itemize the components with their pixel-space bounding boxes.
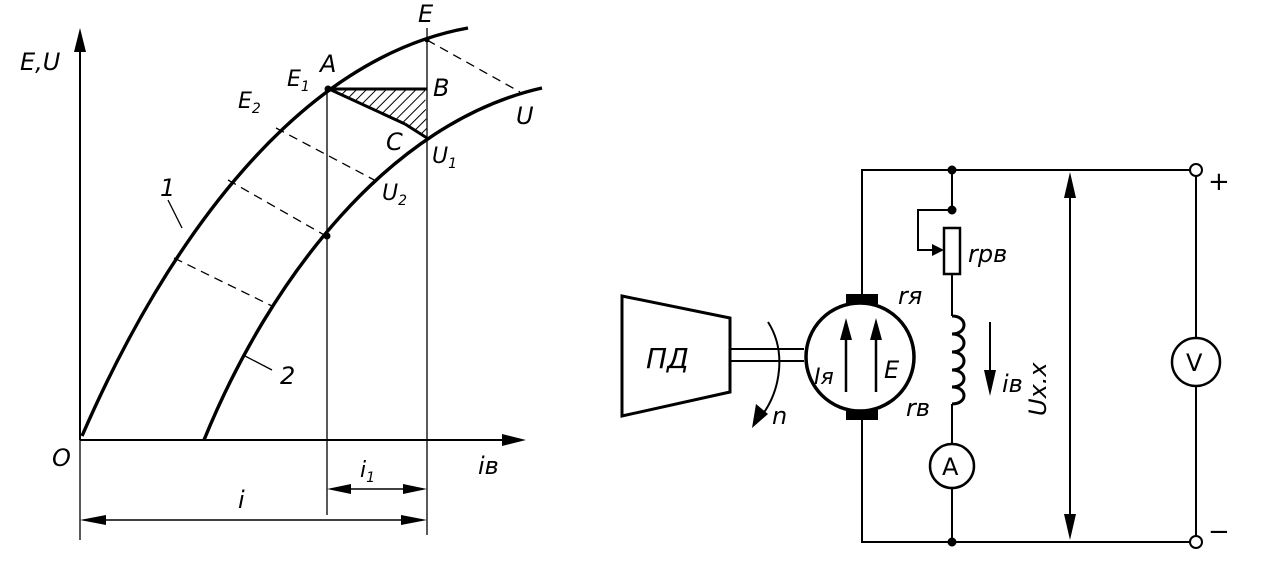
dashed-connectors [173, 39, 521, 307]
circuit-diagram: ПД n + − rрв [620, 163, 1230, 549]
origin-label: O [52, 444, 71, 472]
dim-i1-label: i1 [360, 458, 375, 486]
label-B: B [433, 74, 449, 102]
label-U2: U2 [382, 181, 407, 209]
ammeter-label: A [942, 453, 959, 481]
field-current-label: iв [1002, 370, 1023, 398]
axis-y-label: E,U [20, 48, 61, 76]
dim-i-arrow-left [80, 515, 106, 525]
label-U: U [516, 102, 534, 130]
armature-current-arrowhead [840, 318, 852, 340]
curve-2-label: 2 [280, 362, 295, 390]
emf-label: E [884, 356, 900, 384]
brush-top [846, 294, 878, 304]
emf-arrowhead [870, 318, 882, 340]
junction-rheostat [947, 205, 957, 215]
y-axis-arrow [74, 28, 86, 52]
terminal-minus [1189, 535, 1203, 549]
voltage-arrow-top [1064, 172, 1076, 198]
field-resistance-label: rв [906, 394, 930, 422]
rheostat-resistor [942, 226, 962, 276]
armature-circle [804, 301, 916, 413]
x-axis-arrow [502, 434, 526, 446]
field-current-arrowhead [984, 370, 996, 396]
axis-x-label: iв [478, 452, 499, 480]
rheostat-label: rрв [968, 240, 1007, 268]
rotation-arrowhead [752, 404, 768, 428]
terminal-plus [1189, 163, 1203, 177]
armature-resistance-label: rя [898, 282, 922, 310]
voltage-arrow-bottom [1064, 514, 1076, 540]
minus-label: − [1208, 517, 1230, 547]
curve1-leader [167, 199, 183, 229]
prime-mover-body [620, 294, 732, 418]
junction-top [947, 165, 957, 175]
plus-label: + [1208, 167, 1230, 197]
voltmeter [1170, 336, 1222, 388]
curve2-leader [244, 355, 273, 371]
armature-current-label: Iя [814, 365, 834, 390]
ammeter [928, 442, 976, 490]
curve-1-emf [80, 26, 469, 437]
curve-2-voltage [202, 86, 543, 441]
voltmeter-label: V [1186, 349, 1203, 377]
dim-i1-arrow-right [403, 484, 427, 494]
prime-mover-label: ПД [646, 342, 689, 375]
brush-bottom [846, 410, 878, 420]
point-A-dot [324, 85, 332, 93]
junction-bottom [947, 537, 957, 547]
curve-1-label: 1 [160, 174, 175, 202]
speed-label: n [772, 402, 787, 430]
dim-i-arrow-right [401, 515, 427, 525]
label-E2: E2 [238, 89, 261, 117]
rheostat-slider-arrow [932, 244, 944, 256]
characteristic-graph: E,U O iв E A E1 E2 B C U1 U U2 1 2 i1 i [20, 0, 543, 540]
rotation-arrow [759, 321, 781, 419]
dim-i-label: i [238, 486, 245, 514]
voltage-label: Ux.x [1024, 362, 1052, 416]
label-C: C [386, 128, 403, 156]
label-E1: E1 [287, 67, 310, 95]
field-winding-coil [951, 314, 966, 406]
segment-CU1 [404, 122, 428, 140]
label-E: E [418, 0, 434, 28]
dim-i1-arrow-left [327, 484, 351, 494]
label-A: A [318, 50, 336, 78]
segment-AC [328, 87, 406, 126]
label-U1: U1 [432, 144, 457, 172]
point-E-dot [424, 37, 430, 43]
circuit-wires [861, 169, 1197, 543]
point-intersection-dot [323, 232, 331, 240]
